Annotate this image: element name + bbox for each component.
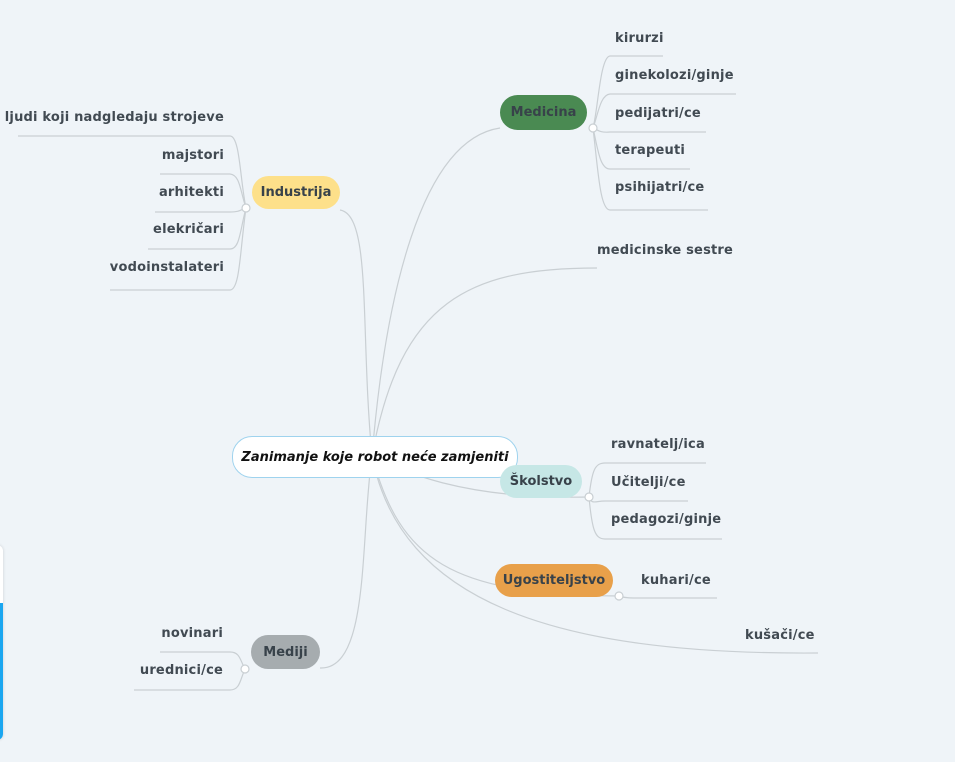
branch-kusaci[interactable]: kušači/ce (745, 628, 815, 643)
leaf-majstori[interactable]: majstori (161, 148, 224, 163)
branch-medicina-label: Medicina (510, 105, 577, 120)
branch-ugostiteljstvo[interactable]: Ugostiteljstvo (495, 564, 613, 597)
leaf-pedijatri[interactable]: pedijatri/ce (615, 106, 701, 121)
side-panel-accent (0, 603, 3, 740)
leaf-kirurzi[interactable]: kirurzi (615, 31, 664, 46)
leaf-ginekolozi[interactable]: ginekolozi/ginje (615, 68, 734, 83)
leaf-arhitekti[interactable]: arhitekti (158, 185, 224, 200)
leaf-urednici[interactable]: urednici/ce (139, 663, 223, 678)
leaf-ljudi-koji-nadgledaju[interactable]: ljudi koji nadgledaju strojeve (4, 110, 224, 125)
leaf-ucitelji[interactable]: Učitelji/ce (611, 475, 686, 490)
leaf-elekricari[interactable]: elekričari (153, 222, 224, 237)
branch-industrija[interactable]: Industrija (252, 176, 340, 209)
leaf-novinari[interactable]: novinari (161, 626, 223, 641)
branch-medicinske-sestre[interactable]: medicinske sestre (597, 243, 734, 258)
branch-medicina[interactable]: Medicina (500, 95, 587, 130)
leaf-psihijatri[interactable]: psihijatri/ce (615, 180, 705, 195)
side-panel[interactable] (0, 545, 3, 740)
leaf-ravnatelj[interactable]: ravnatelj/ica (611, 437, 705, 452)
leaf-terapeuti[interactable]: terapeuti (615, 143, 686, 158)
branch-skolstvo[interactable]: Školstvo (500, 465, 582, 498)
branch-ugostiteljstvo-label: Ugostiteljstvo (502, 573, 606, 588)
branch-skolstvo-label: Školstvo (509, 474, 573, 489)
leaf-pedagozi[interactable]: pedagozi/ginje (611, 512, 722, 527)
branch-industrija-label: Industrija (260, 185, 332, 200)
root-topic-label: Zanimanje koje robot neće zamjeniti (241, 449, 509, 465)
root-topic[interactable]: Zanimanje koje robot neće zamjeniti (232, 436, 518, 478)
leaf-kuhari[interactable]: kuhari/ce (641, 573, 711, 588)
branch-mediji[interactable]: Mediji (251, 635, 320, 669)
branch-mediji-label: Mediji (263, 644, 308, 660)
leaf-vodoinstalateri[interactable]: vodoinstalateri (109, 260, 224, 275)
